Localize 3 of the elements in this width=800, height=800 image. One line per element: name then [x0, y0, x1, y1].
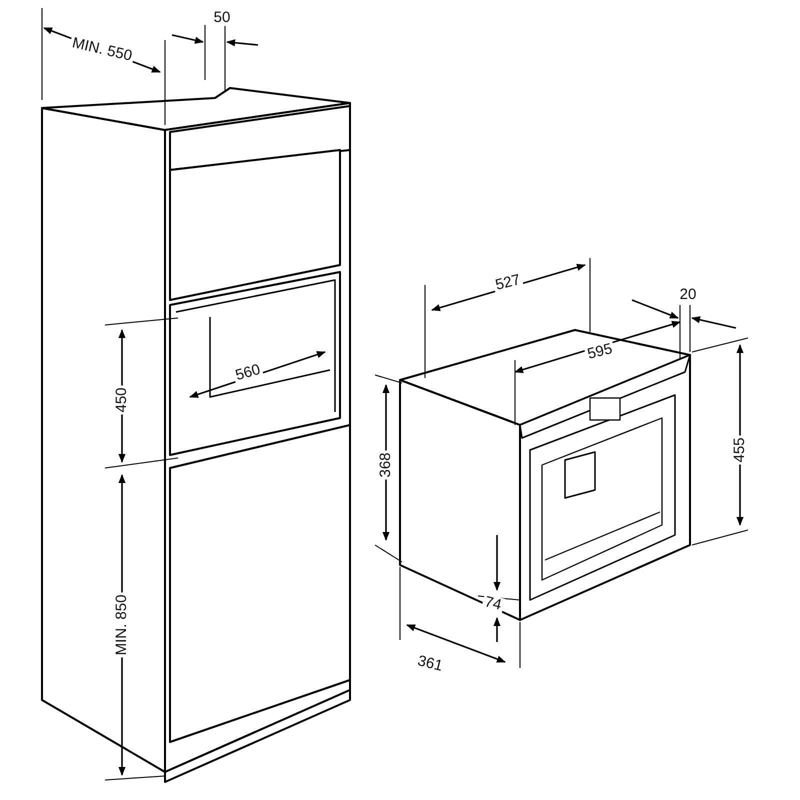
- dimension-label: 50: [212, 10, 232, 26]
- dimension-label: 527: [492, 272, 524, 294]
- dimension-label: MIN. 550: [68, 34, 136, 66]
